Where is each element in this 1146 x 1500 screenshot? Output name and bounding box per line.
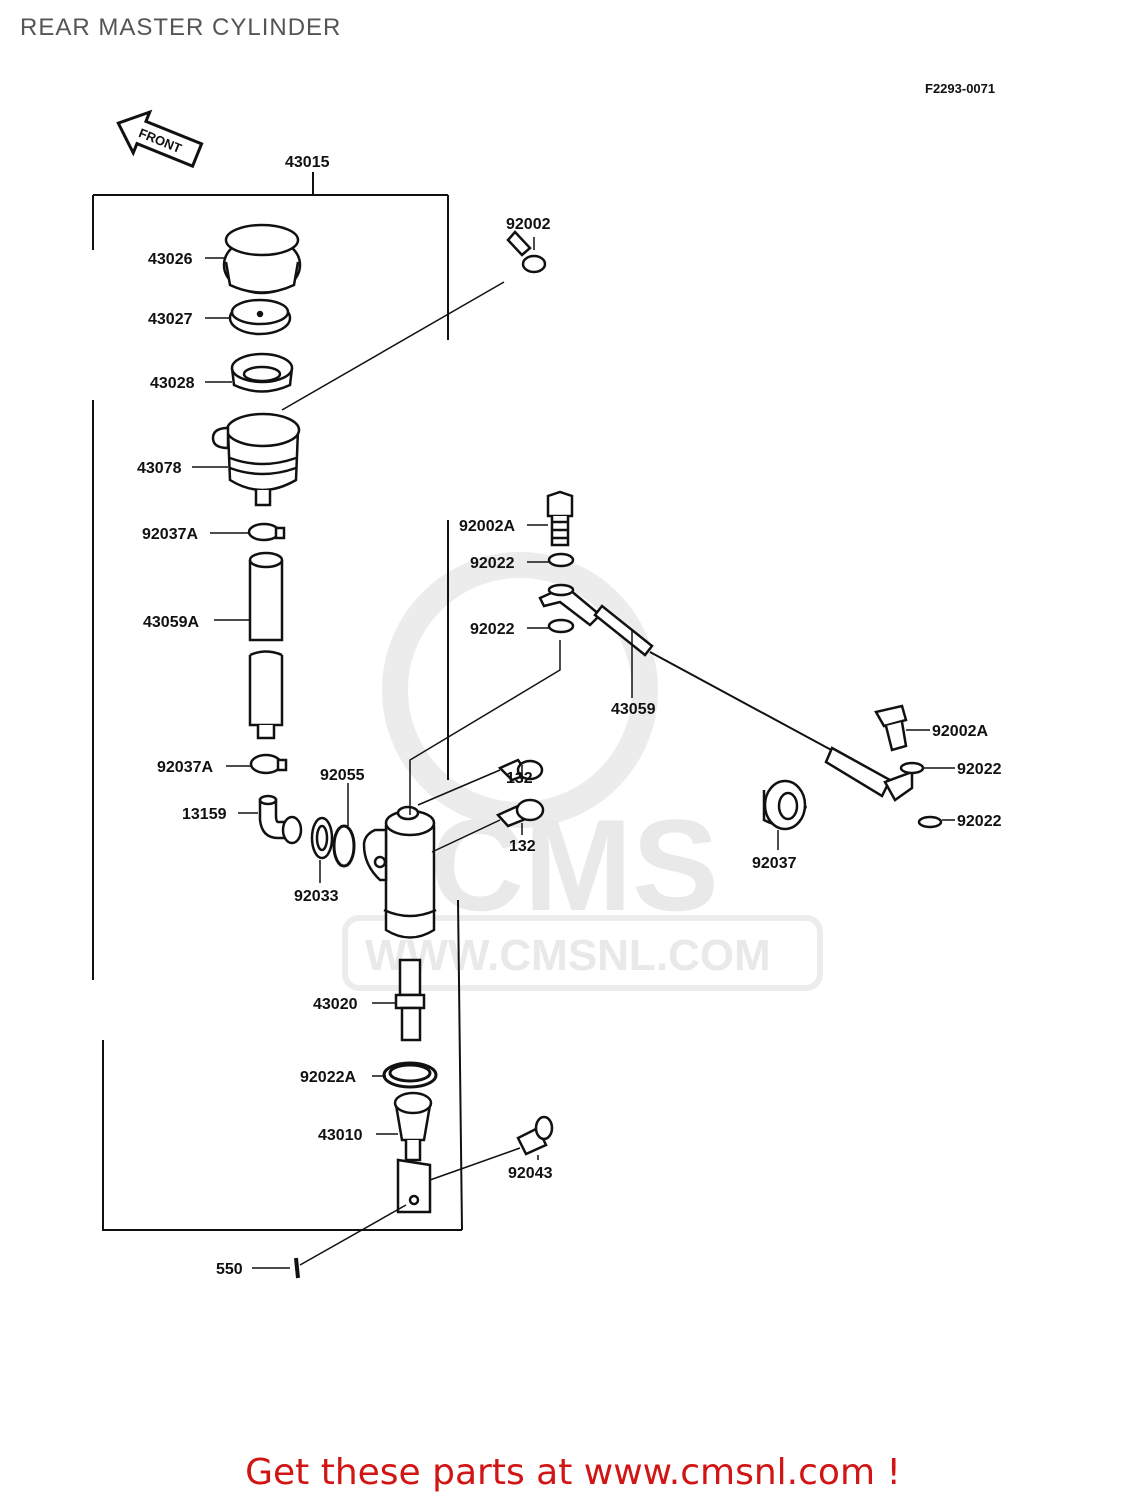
reservoir-hose-icon (248, 551, 284, 740)
footer-cta: Get these parts at www.cmsnl.com ! (245, 1452, 901, 1493)
circlip-icon (382, 1061, 438, 1089)
reservoir-bolt-icon (506, 230, 547, 274)
leader-lines (192, 237, 955, 1269)
watermark-url: WWW.CMSNL.COM (365, 931, 771, 980)
label-92037: 92037 (752, 855, 797, 872)
cotter-pin-icon (294, 1257, 300, 1279)
banjo-bolt-lower-icon (874, 704, 908, 752)
label-92022-c: 92022 (957, 761, 1002, 778)
label-43059: 43059 (611, 701, 656, 718)
label-92043: 92043 (508, 1165, 553, 1182)
washer-icon (310, 816, 334, 860)
diaphragm-icon (230, 352, 294, 393)
hose-clamp-bottom-icon (249, 753, 288, 775)
banjo-bolt-upper-icon (546, 490, 574, 547)
label-92002a-right: 92002A (932, 723, 988, 740)
label-43027: 43027 (148, 311, 193, 328)
label-92037a-top: 92037A (142, 526, 198, 543)
label-43059a: 43059A (143, 614, 199, 631)
label-92055: 92055 (320, 767, 365, 784)
watermark: CMS WWW.CMSNL.COM (342, 552, 823, 991)
label-43020: 43020 (313, 996, 358, 1013)
reservoir-cap-icon (222, 223, 302, 295)
clevis-pin-icon (516, 1115, 554, 1156)
dust-boot-icon (393, 1091, 433, 1142)
assembly-frame (92, 172, 463, 1231)
brake-hose-icon (538, 583, 654, 657)
mounting-bolt-top-icon (497, 758, 544, 782)
piston-assembly-icon (394, 958, 426, 1042)
push-rod-clevis-icon (396, 1140, 432, 1214)
label-92022a: 92022A (300, 1069, 356, 1086)
label-92002: 92002 (506, 216, 551, 233)
label-132-bottom: 132 (509, 838, 536, 855)
mounting-bolt-bottom-icon (495, 798, 545, 828)
hose-line (649, 651, 836, 753)
hose-clamp-top-icon (247, 522, 286, 542)
label-92022-d: 92022 (957, 813, 1002, 830)
grommet-icon (762, 779, 808, 831)
label-92033: 92033 (294, 888, 339, 905)
watermark-brand: CMS (430, 792, 719, 938)
small-spring-icon (899, 761, 943, 829)
label-92002a-left: 92002A (459, 518, 515, 535)
master-cylinder-body-icon (362, 805, 437, 939)
label-550: 550 (216, 1261, 243, 1278)
figure-code: F2293-0071 (925, 81, 995, 96)
label-13159: 13159 (182, 806, 227, 823)
label-43078: 43078 (137, 460, 182, 477)
label-43015: 43015 (285, 154, 330, 171)
label-92022-a: 92022 (470, 555, 515, 572)
front-arrow-icon: FRONT (116, 109, 204, 169)
elbow-fitting-icon (258, 794, 303, 845)
label-132-top: 132 (506, 770, 533, 787)
diaphragm-plate-icon (228, 298, 292, 336)
hose-end-fitting-icon (824, 746, 914, 802)
label-43010: 43010 (318, 1127, 363, 1144)
sealing-washer-icon (547, 552, 575, 634)
label-43026: 43026 (148, 251, 193, 268)
page-title: REAR MASTER CYLINDER (20, 14, 342, 41)
label-92037a-bottom: 92037A (157, 759, 213, 776)
reservoir-tank-icon (211, 412, 301, 507)
label-92022-b: 92022 (470, 621, 515, 638)
label-43028: 43028 (150, 375, 195, 392)
o-ring-icon (332, 824, 356, 868)
